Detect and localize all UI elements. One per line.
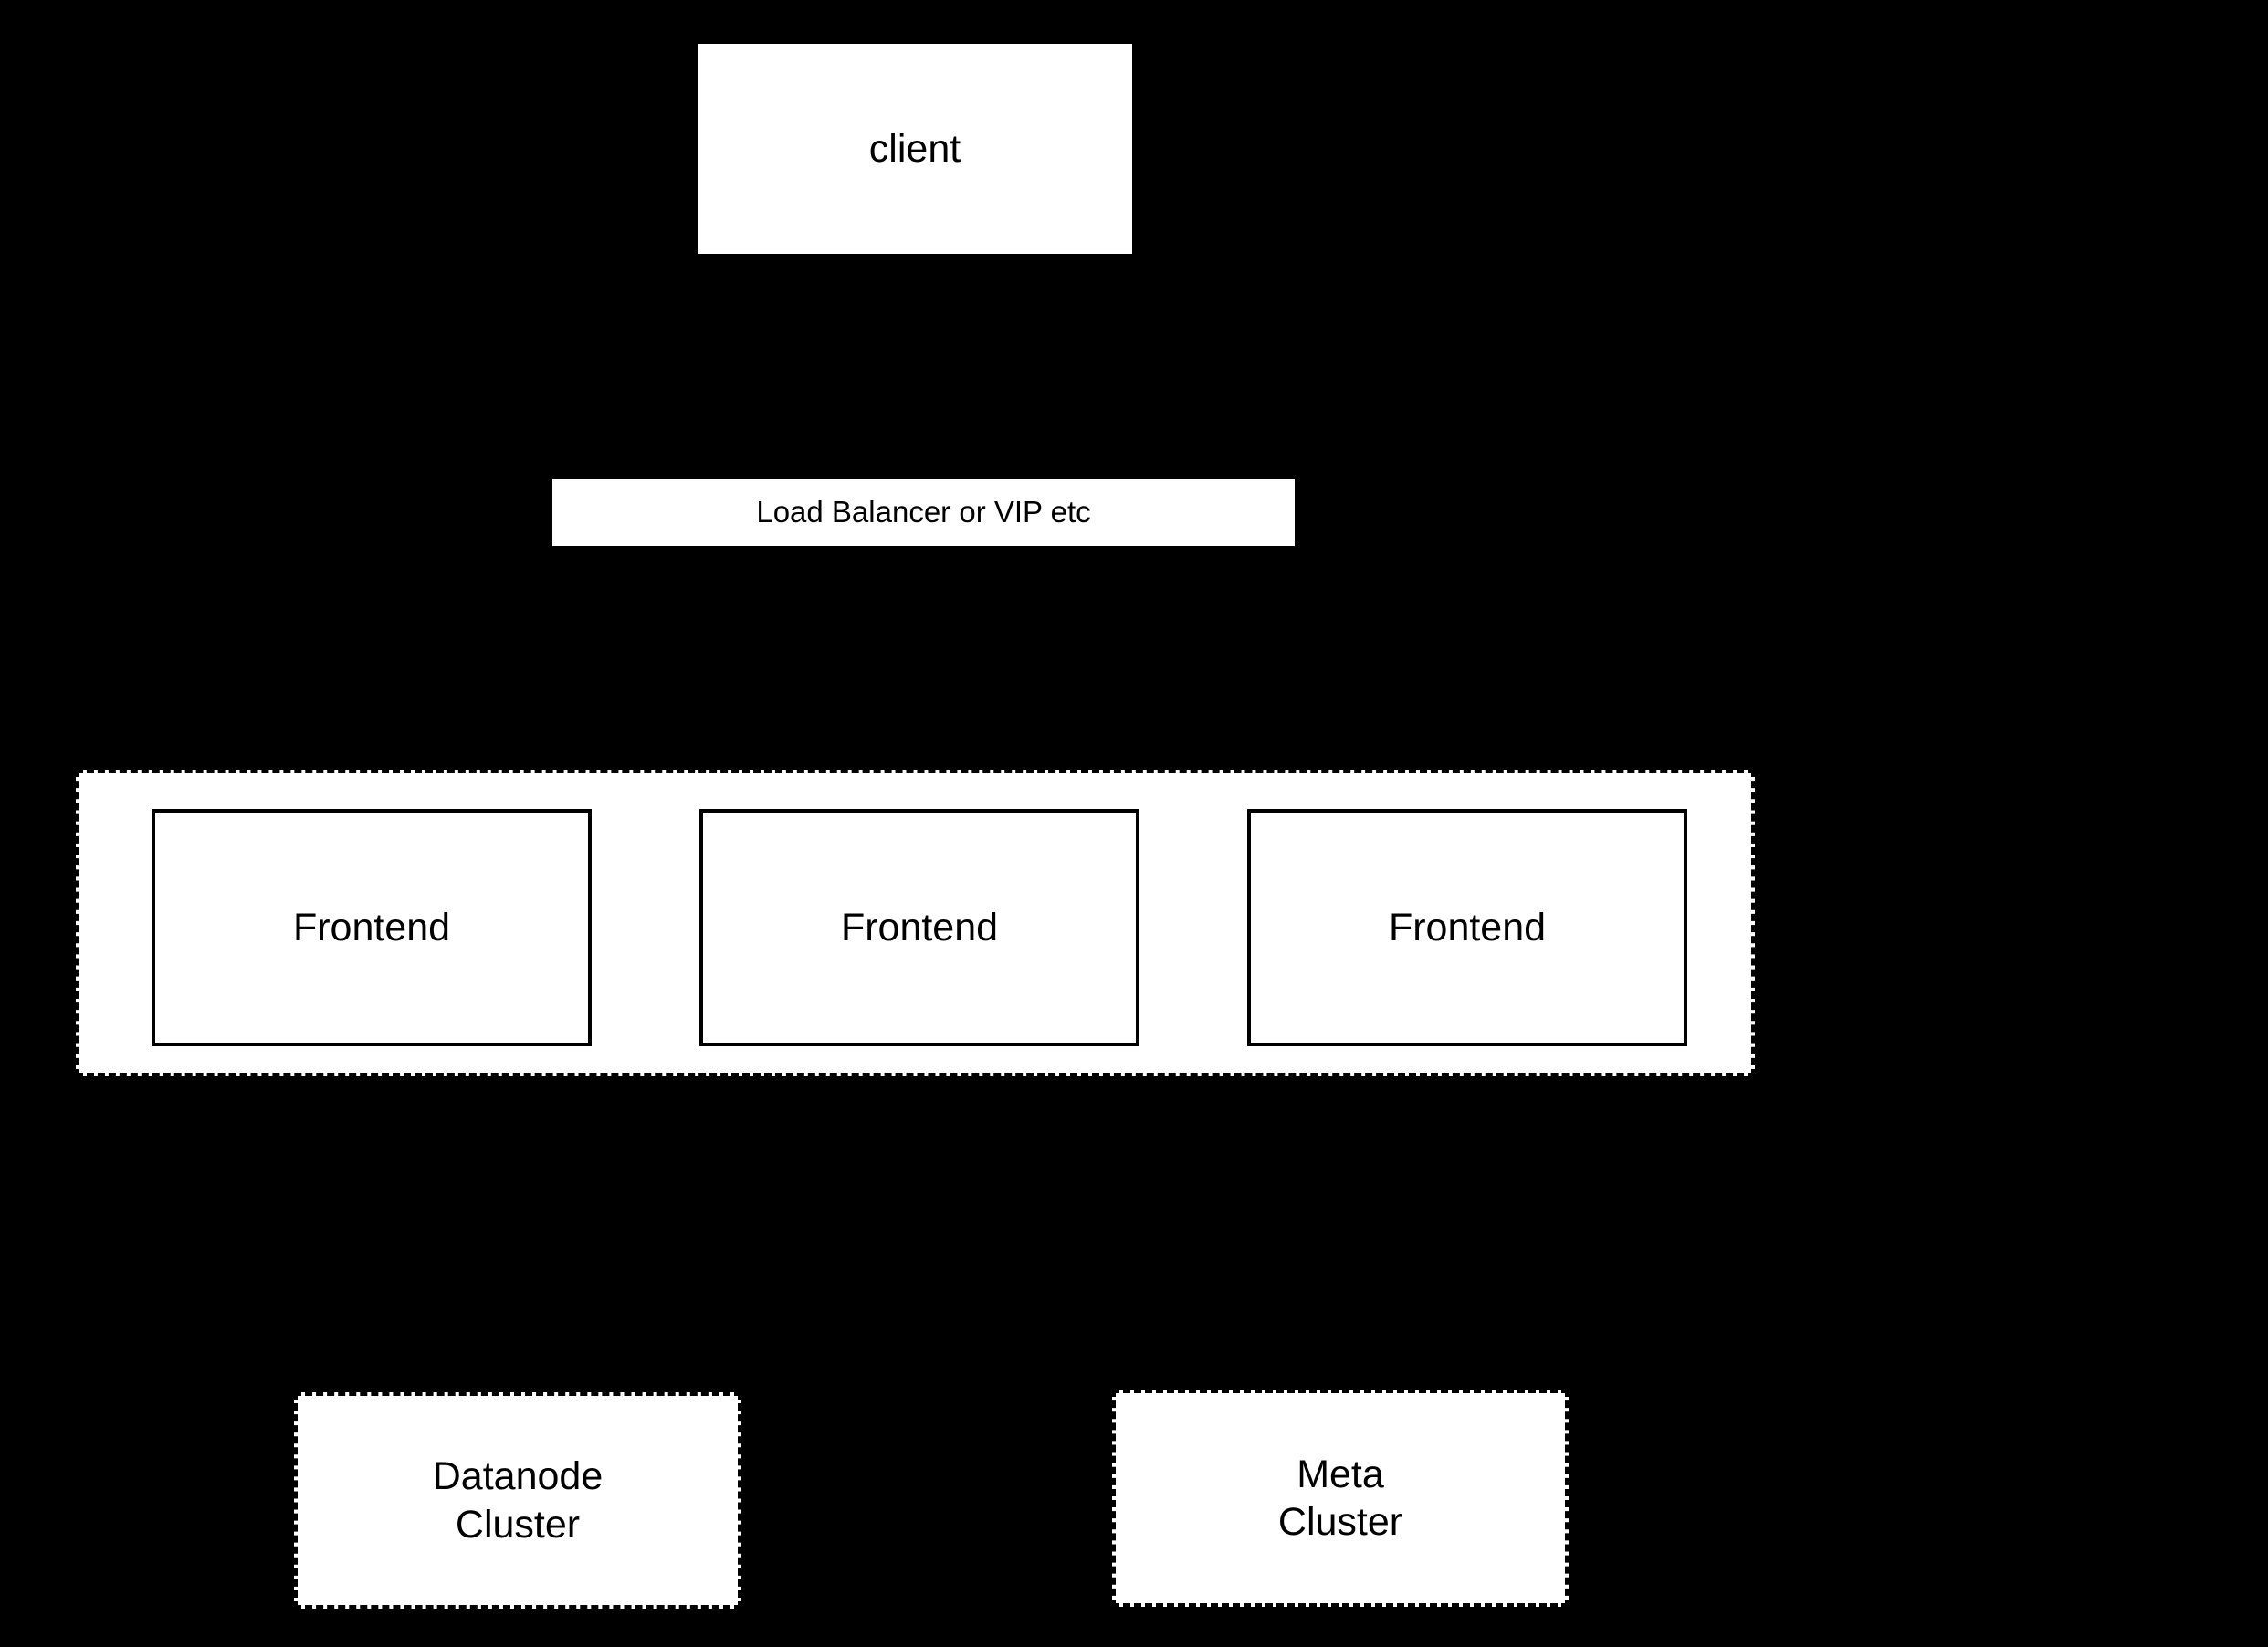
- node-client[interactable]: client: [698, 44, 1132, 254]
- node-frontend-2[interactable]: Frontend: [699, 809, 1139, 1046]
- node-frontend-3[interactable]: Frontend: [1247, 809, 1687, 1046]
- node-datanode-cluster[interactable]: Datanode Cluster: [294, 1392, 741, 1609]
- node-meta-cluster[interactable]: Meta Cluster: [1112, 1390, 1569, 1607]
- group-frontend-cluster: Frontend Frontend Frontend: [76, 770, 1755, 1076]
- node-load-balancer[interactable]: Load Balancer or VIP etc: [552, 479, 1295, 546]
- node-frontend-1[interactable]: Frontend: [152, 809, 592, 1046]
